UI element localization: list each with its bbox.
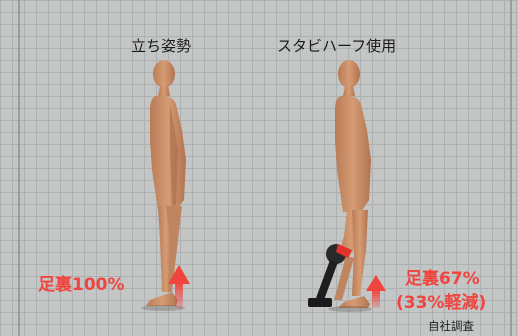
standing-title: 立ち姿勢 — [131, 37, 192, 55]
stabi-device — [308, 244, 352, 307]
standing-figure — [141, 60, 186, 311]
right-reduction-value: (33%軽減) — [396, 293, 487, 313]
arrow-right — [366, 275, 386, 308]
left-sole-value: 足裏100% — [38, 275, 125, 295]
source-note: 自社調査 — [428, 319, 474, 333]
frame-left-line — [18, 0, 20, 336]
stabi-figure — [328, 60, 372, 312]
stabi-title: スタビハーフ使用 — [277, 37, 397, 55]
frame-right-line — [510, 0, 512, 336]
right-sole-value: 足裏67% — [405, 269, 480, 289]
arrow-left — [168, 265, 190, 308]
